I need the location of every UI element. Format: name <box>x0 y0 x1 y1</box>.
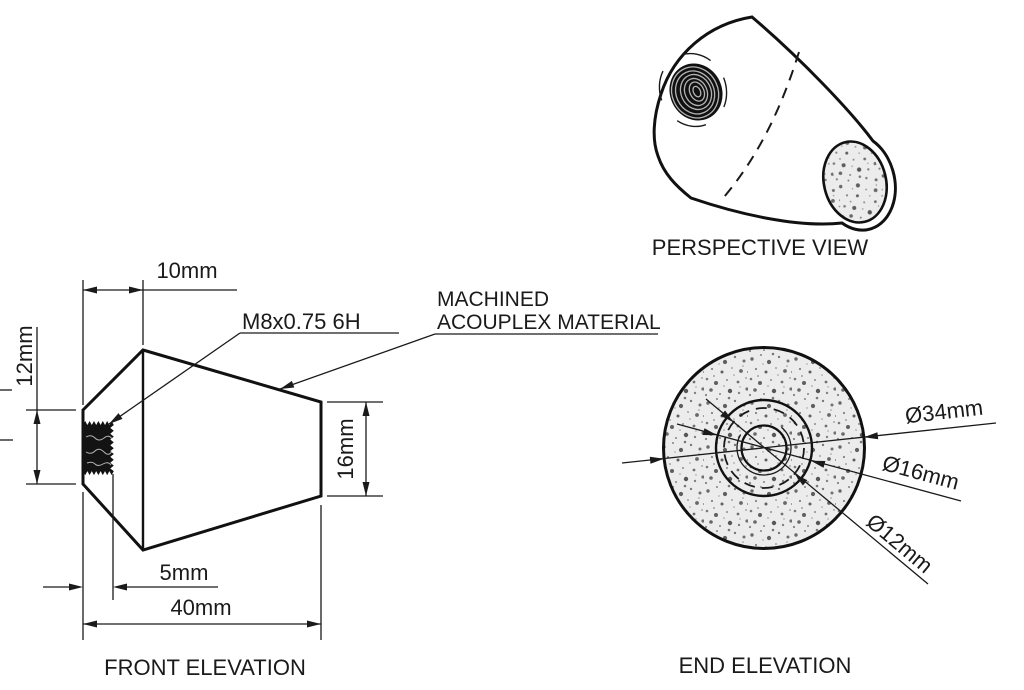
dim-40mm-label: 40mm <box>170 595 231 620</box>
perspective-section-dashed-curve <box>723 51 800 198</box>
dimension-10mm: 10mm <box>82 258 237 405</box>
front-thread-hatch-lines <box>85 435 113 466</box>
arrow-up-icon <box>362 402 370 416</box>
end-hidden-circle <box>723 407 805 489</box>
dim-dia16-label: Ø16mm <box>880 450 962 494</box>
material-note: MACHINED ACOUPLEX MATERIAL <box>279 288 661 390</box>
perspective-view-label: PERSPECTIVE VIEW <box>652 235 869 260</box>
arrow-right-icon <box>702 428 718 436</box>
end-thread-minor-circle <box>740 424 788 472</box>
thread-callout: M8x0.75 6H <box>108 309 399 425</box>
arrow-left-icon <box>810 460 826 468</box>
arrow-left-icon <box>863 432 879 440</box>
end-elevation-label: END ELEVATION <box>679 653 852 678</box>
leader-arrow-icon <box>109 413 123 424</box>
arrow-right-icon <box>649 456 665 464</box>
dimension-16mm: 16mm <box>327 401 383 497</box>
material-note-line2: ACOUPLEX MATERIAL <box>437 311 661 334</box>
dimension-5mm: 5mm <box>43 492 218 640</box>
end-thread-major-arc <box>736 426 792 476</box>
front-thread-block <box>83 421 114 476</box>
leader-arrow-icon <box>280 380 295 389</box>
arrow-up-left-icon <box>794 473 808 486</box>
front-elevation-view: 10mm 12mm 16mm 5mm <box>0 258 399 680</box>
dim-dia12-label: Ø12mm <box>862 509 938 578</box>
arrow-up-icon <box>33 410 41 424</box>
arrow-down-icon <box>362 482 370 496</box>
dimension-40mm: 40mm <box>83 505 322 640</box>
dim-dia34-label: Ø34mm <box>904 395 985 429</box>
perspective-body-outline <box>652 15 897 232</box>
arrow-left-icon <box>83 286 97 294</box>
end-bore-circle <box>714 398 814 498</box>
dim-12mm-label: 12mm <box>12 325 37 386</box>
end-elevation-view: Ø34mm Ø16mm Ø12mm END ELEVATION <box>621 346 997 678</box>
perspective-small-end-face <box>822 140 888 224</box>
arrow-left-icon <box>113 583 127 591</box>
arrow-down-right-icon <box>720 410 734 423</box>
thread-callout-label: M8x0.75 6H <box>242 309 361 334</box>
dim-10mm-label: 10mm <box>156 258 217 283</box>
arrow-left-icon <box>83 620 97 628</box>
arrow-down-icon <box>33 470 41 484</box>
material-note-line1: MACHINED <box>437 288 549 311</box>
perspective-view: PERSPECTIVE VIEW <box>652 15 897 260</box>
arrow-right-icon <box>307 620 321 628</box>
arrow-right-icon <box>69 583 83 591</box>
front-part-outline <box>81 348 323 552</box>
front-elevation-label: FRONT ELEVATION <box>104 655 306 680</box>
dim-5mm-label: 5mm <box>160 560 209 585</box>
arrow-right-icon <box>129 286 143 294</box>
dim-16mm-label: 16mm <box>333 418 358 479</box>
dimension-12mm: 12mm <box>12 325 76 485</box>
perspective-thread-coil-icon <box>669 63 723 121</box>
